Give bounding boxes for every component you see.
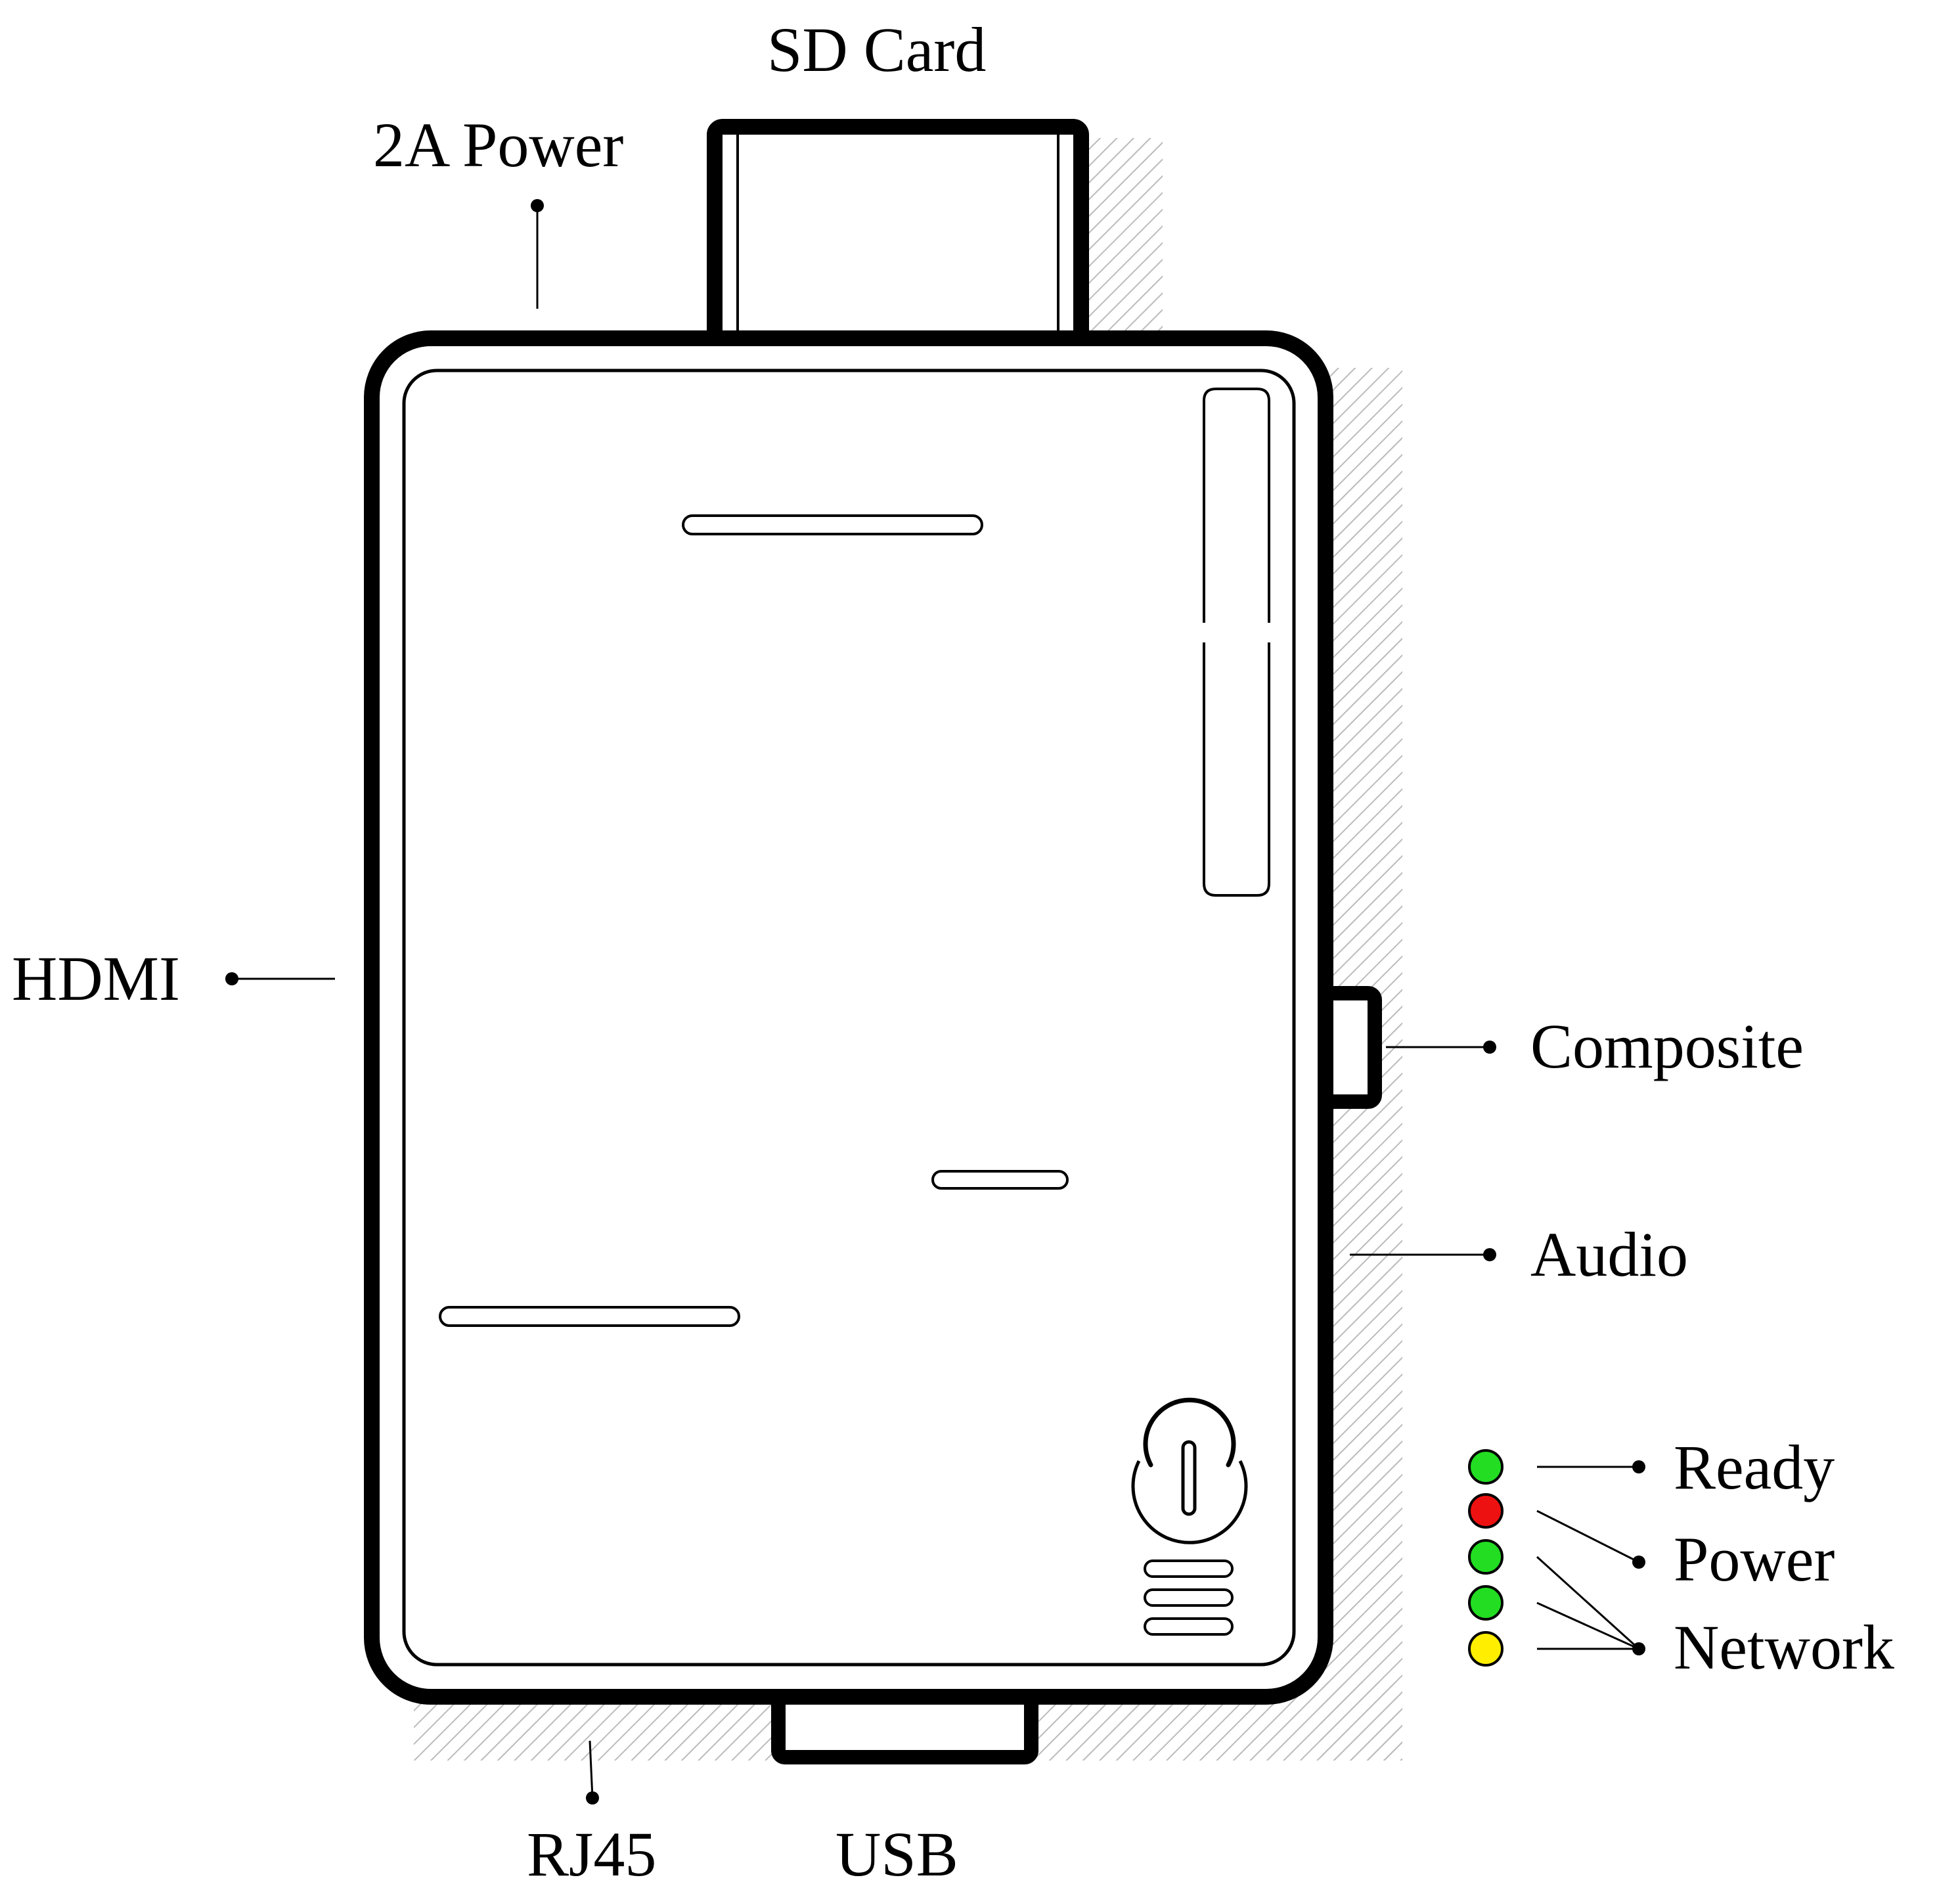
callout-audio: [1350, 1248, 1496, 1261]
top-vent-slot: [682, 514, 983, 535]
label-sd-card: SD Card: [767, 14, 986, 85]
led-5: [1468, 1631, 1503, 1667]
label-2a-power: 2A Power: [373, 110, 623, 180]
case-inner-panel: [402, 369, 1296, 1667]
middle-vent-slot: [931, 1170, 1069, 1190]
led-2: [1468, 1493, 1503, 1529]
callout-rj45: [586, 1740, 599, 1805]
sd-card-slot: [707, 119, 1089, 358]
led-4: [1468, 1585, 1503, 1621]
power-grille: [1144, 1559, 1234, 1636]
led-1: [1468, 1449, 1503, 1485]
bottom-vent-slot: [439, 1306, 740, 1327]
label-hdmi: HDMI: [12, 943, 180, 1014]
callout-composite: [1386, 1041, 1496, 1054]
label-usb: USB: [835, 1819, 958, 1884]
led-callouts: [1536, 1460, 1645, 1655]
label-composite: Composite: [1530, 1011, 1804, 1081]
led-3: [1468, 1539, 1503, 1575]
label-power: Power: [1674, 1524, 1835, 1594]
label-audio: Audio: [1530, 1219, 1688, 1290]
case-body: [364, 330, 1333, 1705]
label-network: Network: [1674, 1612, 1894, 1682]
callout-2a-power: [531, 199, 544, 309]
label-ready: Ready: [1674, 1432, 1835, 1502]
label-rj45: RJ45: [527, 1819, 656, 1884]
power-icon: [1131, 1397, 1248, 1544]
side-recess: [1203, 388, 1270, 897]
callout-hdmi: [225, 972, 335, 985]
status-leds: [1468, 1449, 1503, 1667]
